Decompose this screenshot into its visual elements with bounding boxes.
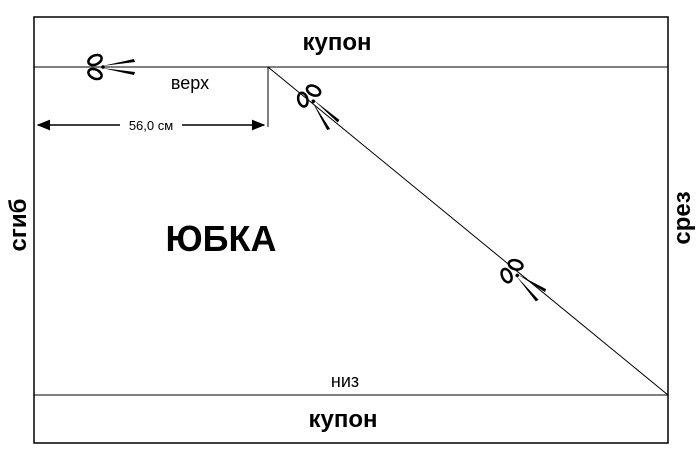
cut-edge-label: срез xyxy=(669,191,696,244)
coupon-bottom-label: купон xyxy=(308,406,377,433)
diagonal-cut-line xyxy=(267,66,669,396)
coupon-top-label: купон xyxy=(302,29,371,56)
top-edge-label: верх xyxy=(171,73,209,93)
fold-label: сгиб xyxy=(5,199,32,252)
piece-label: ЮБКА xyxy=(166,218,277,259)
dimension-label: 56,0 см xyxy=(129,118,173,133)
bottom-edge-label: низ xyxy=(331,371,359,391)
fabric-outline xyxy=(33,16,669,444)
